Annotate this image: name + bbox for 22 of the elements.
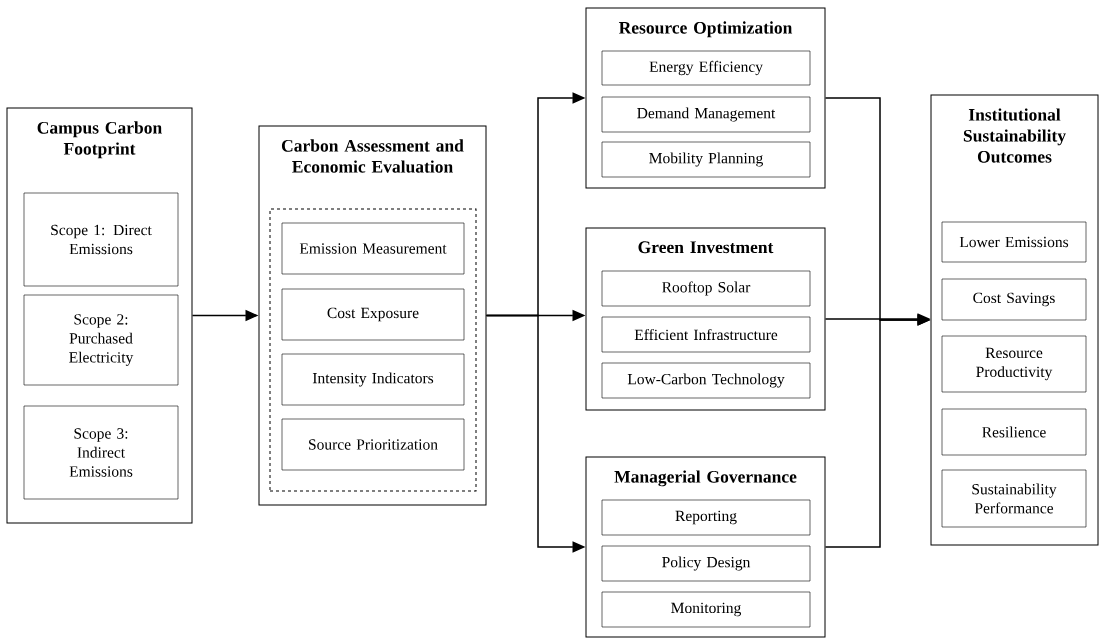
item-box: Intensity Indicators xyxy=(281,353,465,406)
item-box: Resilience xyxy=(941,408,1087,456)
item-box: Rooftop Solar xyxy=(601,270,811,307)
item-box: Source Prioritization xyxy=(281,418,465,471)
item-box: Scope 1: Direct Emissions xyxy=(23,192,179,287)
item-box: Energy Efficiency xyxy=(601,50,811,86)
item-box: Emission Measurement xyxy=(281,222,465,275)
item-box: Scope 3: Indirect Emissions xyxy=(23,405,179,500)
item-box: Efficient Infrastructure xyxy=(601,316,811,353)
item-box: Low-Carbon Technology xyxy=(601,362,811,399)
item-box: Cost Exposure xyxy=(281,288,465,341)
item-box: Reporting xyxy=(601,499,811,536)
item-box: Resource Productivity xyxy=(941,335,1087,393)
item-box: Scope 2: Purchased Electricity xyxy=(23,294,179,386)
dashed-frame xyxy=(269,208,477,492)
item-box: Cost Savings xyxy=(941,278,1087,321)
item-box: Monitoring xyxy=(601,591,811,628)
item-box: Mobility Planning xyxy=(601,141,811,178)
item-box: Lower Emissions xyxy=(941,221,1087,263)
item-box: Demand Management xyxy=(601,96,811,133)
item-box: Sustainability Performance xyxy=(941,469,1087,528)
item-box: Policy Design xyxy=(601,545,811,582)
